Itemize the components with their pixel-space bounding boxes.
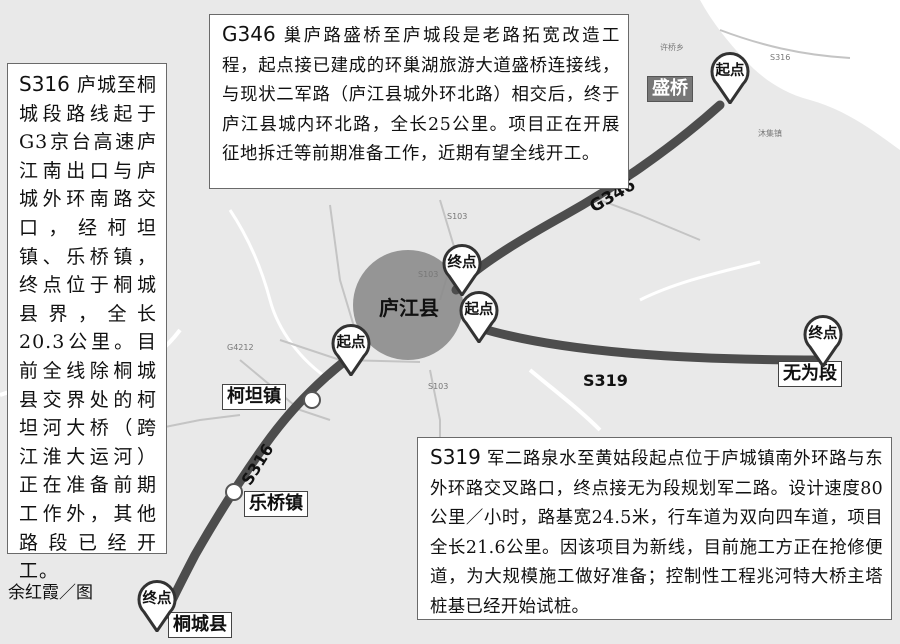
info-box-code: S319 [430,445,481,469]
river [528,368,602,432]
leqiao-dot [225,483,243,501]
info-box-text: 巢庐路盛桥至庐城段是老路拓宽改造工程，起点接已建成的环巢湖旅游大道盛桥连接线，与… [222,26,620,164]
end-pin-g346: 终点 [441,244,483,296]
place-leqiao: 乐桥镇 [244,491,308,517]
map-pin-icon [803,315,843,367]
start-pin-s316: 起点 [330,324,372,376]
info-box-s316: S316 庐城至桐城段路线起于G3京台高速庐江南出口与庐城外环南路交口，经柯坦镇… [7,63,167,582]
info-box-g346: G346 巢庐路盛桥至庐城段是老路拓宽改造工程，起点接已建成的环巢湖旅游大道盛桥… [209,14,629,189]
map-pin-icon [710,52,750,104]
info-box-text: 军二路泉水至黄姑段起点位于庐城镇南外环路与东外环路交叉路口，终点接无为段规划军二… [430,449,883,617]
place-wuwei: 无为段 [778,361,842,387]
info-box-code: S316 [19,72,70,96]
place-ketan: 柯坦镇 [222,384,286,410]
info-box-text: 庐城至桐城段路线起于G3京台高速庐江南出口与庐城外环南路交口，经柯坦镇、乐桥镇，… [19,74,157,583]
map-pin-icon [442,244,482,296]
info-box-code: G346 [222,22,276,46]
minor-place-label: 沐集镇 [758,129,782,138]
road-label-s319: S319 [583,371,628,390]
lake [700,0,900,150]
minor-place-label: 许桥乡 [660,43,684,52]
end-pin-wuwei: 终点 [802,315,844,367]
ketan-dot [303,391,321,409]
county-circle [353,250,463,360]
place-shengqiao: 盛桥 [647,76,693,102]
river [639,260,761,302]
minor-road-label: S103 [428,382,449,391]
map-pin-icon [137,580,177,632]
info-box-s319: S319 军二路泉水至黄姑段起点位于庐城镇南外环路与东外环路交叉路口，终点接无为… [417,437,892,620]
river [228,209,331,382]
start-pin-shengqiao: 起点 [709,52,751,104]
minor-road-label: S316 [770,53,791,62]
place-tongcheng: 桐城县 [168,612,232,638]
end-pin-tongcheng: 终点 [136,580,178,632]
county-label: 庐江县 [379,296,439,320]
map-pin-icon [459,291,499,343]
minor-road-label: G4212 [227,343,254,352]
minor-road-label: S103 [447,212,468,221]
map-pin-icon [331,324,371,376]
minor-road-label: S103 [418,270,439,279]
route-s319 [475,323,825,365]
image-credit: 余红霞／图 [8,583,93,603]
start-pin-s319: 起点 [458,291,500,343]
